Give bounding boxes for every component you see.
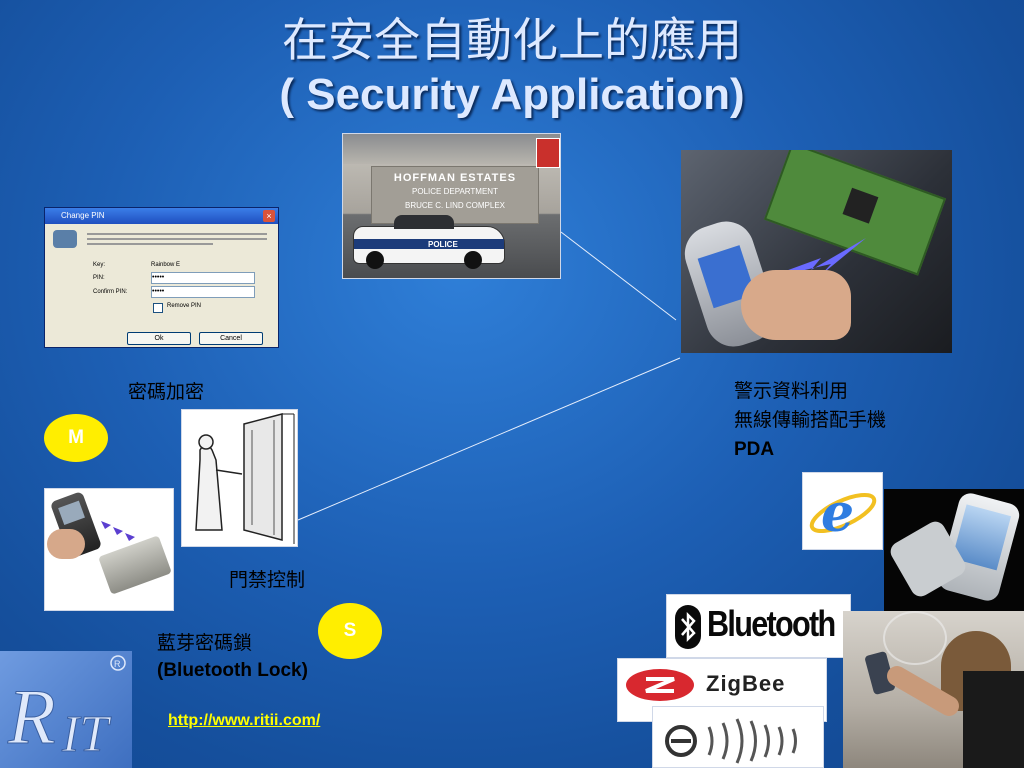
connector-door-phone (297, 357, 681, 521)
confirm-pin-label: Confirm PIN: (93, 289, 128, 295)
wireless-waves-icon (665, 718, 797, 764)
door-control-label: 門禁控制 (229, 569, 306, 591)
bluetooth-logo: Bluetooth (666, 594, 851, 658)
police-station-photo: HOFFMAN ESTATES POLICE DEPARTMENT BRUCE … (342, 133, 561, 279)
pin-label: PIN: (93, 275, 105, 281)
website-link[interactable]: http://www.ritii.com/ (168, 712, 321, 729)
svg-text:IT: IT (61, 706, 111, 763)
pin-input[interactable]: ••••• (151, 272, 255, 284)
alert-line1: 警示資料利用 (734, 380, 849, 402)
bluetooth-lock-label: 藍芽密碼鎖 (Bluetooth Lock) (157, 629, 308, 685)
door-illustration (181, 409, 298, 547)
hand-small (47, 529, 85, 559)
phone-lock-photo (44, 488, 174, 611)
wireless-waves-logo (652, 706, 824, 768)
zigbee-text: ZigBee (706, 671, 786, 696)
svg-text:e: e (821, 483, 854, 544)
pda-photo (884, 489, 1024, 611)
bt-lock-zh: 藍芽密碼鎖 (157, 632, 253, 654)
slave-badge: S (318, 603, 382, 659)
hand (741, 270, 851, 340)
cancel-button[interactable]: Cancel (199, 332, 263, 345)
ok-button[interactable]: Ok (127, 332, 191, 345)
alert-line2: 無線傳輸搭配手機 (734, 409, 887, 431)
confirm-pin-input[interactable]: ••••• (151, 286, 255, 298)
svg-text:R: R (7, 673, 56, 760)
close-icon[interactable]: × (263, 210, 275, 222)
person-body (963, 671, 1024, 768)
alert-line3: PDA (734, 439, 775, 460)
connector-police-phone (560, 231, 677, 321)
svg-text:R: R (114, 659, 121, 669)
password-encrypt-label: 密碼加密 (128, 381, 205, 403)
person-phone-photo (843, 611, 1024, 768)
alert-label: 警示資料利用 無線傳輸搭配手機 PDA (734, 377, 886, 464)
phone-circuit-photo (681, 150, 952, 353)
bt-lock-en: (Bluetooth Lock) (157, 660, 308, 681)
key-value: Rainbow E (151, 262, 181, 268)
dialog-title: Change PIN (61, 211, 105, 220)
ie-icon: e (802, 472, 883, 550)
police-sign: HOFFMAN ESTATES POLICE DEPARTMENT BRUCE … (371, 166, 539, 224)
key-icon (53, 230, 77, 248)
rit-logo: R IT R (0, 651, 132, 768)
rit-logo-mark: R IT R (7, 655, 126, 764)
police-car: POLICE (353, 215, 505, 269)
door-drawing (195, 413, 295, 544)
dialog-description (87, 230, 267, 252)
zigbee-icon (626, 669, 694, 701)
remove-pin-label: Remove PIN (167, 303, 202, 309)
key-label: Key: (93, 262, 106, 268)
ceiling-light (883, 611, 947, 665)
master-badge: M (44, 414, 108, 462)
dialog-titlebar: Change PIN × (45, 208, 278, 224)
remove-pin-checkbox[interactable] (153, 303, 163, 313)
flag (536, 138, 560, 168)
change-pin-dialog: Change PIN × Key: Rainbow E PIN: ••••• C… (44, 207, 279, 348)
slide-title-en: ( Security Application) (279, 70, 745, 119)
bluetooth-icon (675, 605, 701, 649)
bluetooth-text: Bluetooth (707, 603, 836, 644)
slide-title-zh: 在安全自動化上的應用 (282, 13, 742, 67)
signal-arrows-icon (101, 521, 135, 541)
